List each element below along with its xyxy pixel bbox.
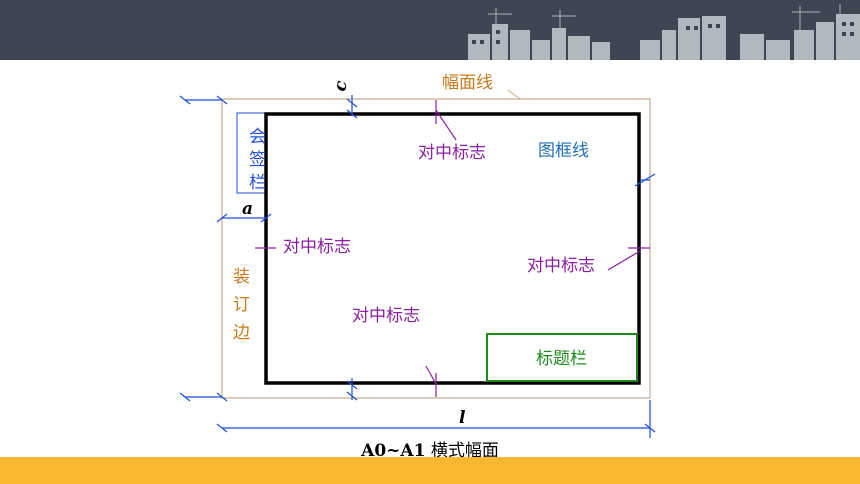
header-banner xyxy=(0,0,860,60)
center-right-leader xyxy=(607,250,641,271)
binding-edge-char-2: 订 xyxy=(233,295,250,315)
sign-box-char-3: 栏 xyxy=(249,173,266,193)
center-bottom-leader xyxy=(425,365,437,385)
title-block xyxy=(486,333,638,382)
center-left-label: 对中标志 xyxy=(283,237,351,257)
center-top-label: 对中标志 xyxy=(418,143,486,163)
sheet-line-leader xyxy=(507,89,521,100)
city-skyline-decoration xyxy=(468,4,860,60)
sign-box-char-1: 会 xyxy=(249,127,266,147)
binding-edge-char-1: 装 xyxy=(233,267,250,287)
title-block-label: 标题栏 xyxy=(536,349,587,369)
dimension-ticks xyxy=(179,95,656,438)
dimension-c-label: c xyxy=(330,79,352,93)
diagram-caption: A0~A1 横式幅面 xyxy=(0,436,860,461)
center-right-label: 对中标志 xyxy=(527,256,595,276)
center-bottom-label: 对中标志 xyxy=(352,306,420,326)
caption-bold: A0~A1 xyxy=(361,441,426,461)
binding-edge-char-3: 边 xyxy=(233,323,250,343)
frame-line-label: 图框线 xyxy=(538,141,589,161)
center-top-leader xyxy=(435,109,457,141)
dimension-a-label: a xyxy=(242,199,253,219)
dimension-l-label: l xyxy=(459,408,466,428)
sign-box-char-2: 签 xyxy=(249,150,266,170)
caption-rest: 横式幅面 xyxy=(425,441,499,461)
sheet-line-label: 幅面线 xyxy=(442,73,493,93)
footer-bar xyxy=(0,457,860,484)
center-marks xyxy=(255,100,650,397)
